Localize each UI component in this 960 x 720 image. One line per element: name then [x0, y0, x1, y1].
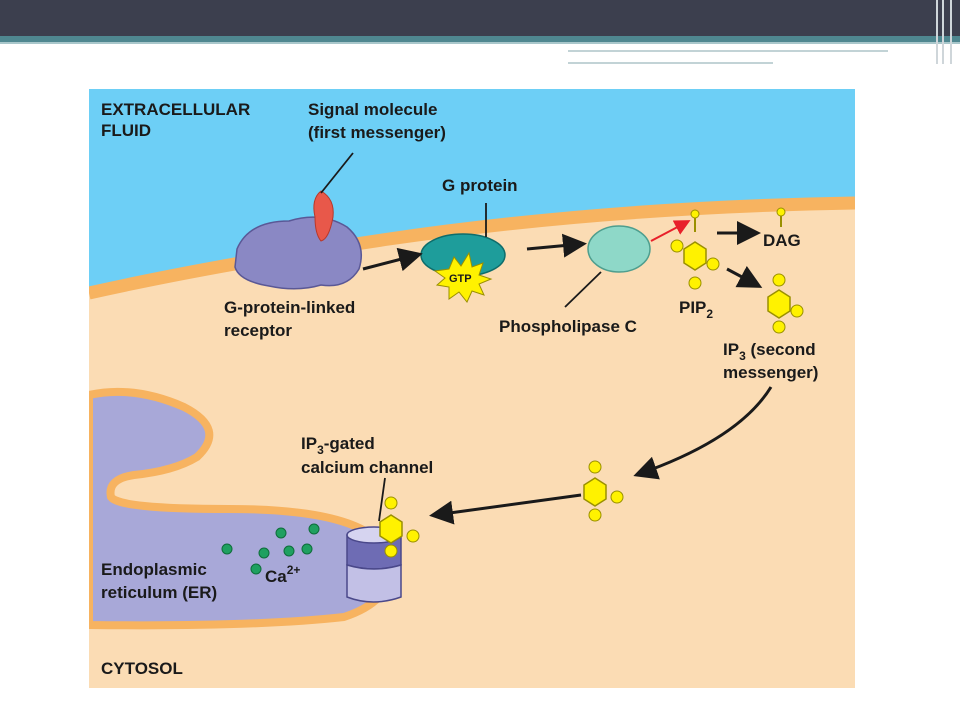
channel-label-line1: IP3-gated [301, 434, 375, 457]
arrow-ip3-to-cytosol [633, 386, 773, 480]
phospholipase-label: Phospholipase C [499, 317, 637, 336]
dag-molecule [776, 207, 786, 227]
dag-label: DAG [763, 231, 801, 250]
gtp-label: GTP [449, 273, 472, 285]
ip3-label-line2: messenger) [723, 363, 818, 382]
ip3-bound-molecule [379, 496, 420, 558]
calcium-label: Ca2+ [265, 563, 300, 586]
slide-accent-band [0, 36, 960, 42]
channel-label-line2: calcium channel [301, 458, 433, 477]
extracellular-label-line1: EXTRACELLULAR [101, 100, 250, 119]
ip3-label-line1: IP3 (second [723, 340, 816, 363]
signal-label-line2: (first messenger) [308, 123, 446, 142]
signal-label-line1: Signal molecule [308, 100, 437, 119]
slide-edge-line [942, 0, 944, 64]
slide-edge-line [936, 0, 938, 64]
pathway-svg: EXTRACELLULAR FLUID Signal molecule (fir… [89, 89, 855, 688]
extracellular-label-line2: FLUID [101, 121, 151, 140]
er-label-line1: Endoplasmic [101, 560, 207, 579]
cytosol-label: CYTOSOL [101, 659, 183, 678]
pip2-molecule [670, 209, 720, 290]
arrow-receptor-to-gprotein [362, 247, 423, 272]
g-protein-label: G protein [442, 176, 518, 195]
arrow-to-ip3 [726, 265, 763, 288]
endoplasmic-reticulum [89, 387, 394, 630]
slide-title-bar [0, 0, 960, 36]
ip3-molecule [583, 460, 624, 522]
receptor-label-line2: receptor [224, 321, 292, 340]
signal-pathway-figure: EXTRACELLULAR FLUID Signal molecule (fir… [89, 89, 855, 688]
receptor-label-line1: G-protein-linked [224, 298, 355, 317]
channel-leader-line [378, 477, 386, 522]
slide-decor-line [568, 62, 773, 64]
arrow-ip3-to-channel [429, 493, 582, 525]
er-label-line2: reticulum (ER) [101, 583, 217, 602]
phospholipase-leader-line [564, 271, 602, 308]
g-protein-linked-receptor [234, 216, 362, 290]
phospholipase-c [587, 225, 651, 273]
signal-molecule [313, 190, 334, 242]
calcium-ions [221, 523, 320, 575]
signal-leader-line [320, 152, 354, 194]
plasma-membrane [89, 196, 855, 300]
activation-arrow [650, 220, 691, 242]
slide-accent-band-thin [0, 42, 960, 44]
gtp-star [433, 251, 493, 303]
arrow-gprotein-to-phospholipase [526, 233, 587, 258]
pip2-label: PIP2 [679, 298, 713, 321]
slide-decor-line [568, 50, 888, 52]
slide-edge-line [950, 0, 952, 64]
ip3-molecule [767, 273, 804, 334]
